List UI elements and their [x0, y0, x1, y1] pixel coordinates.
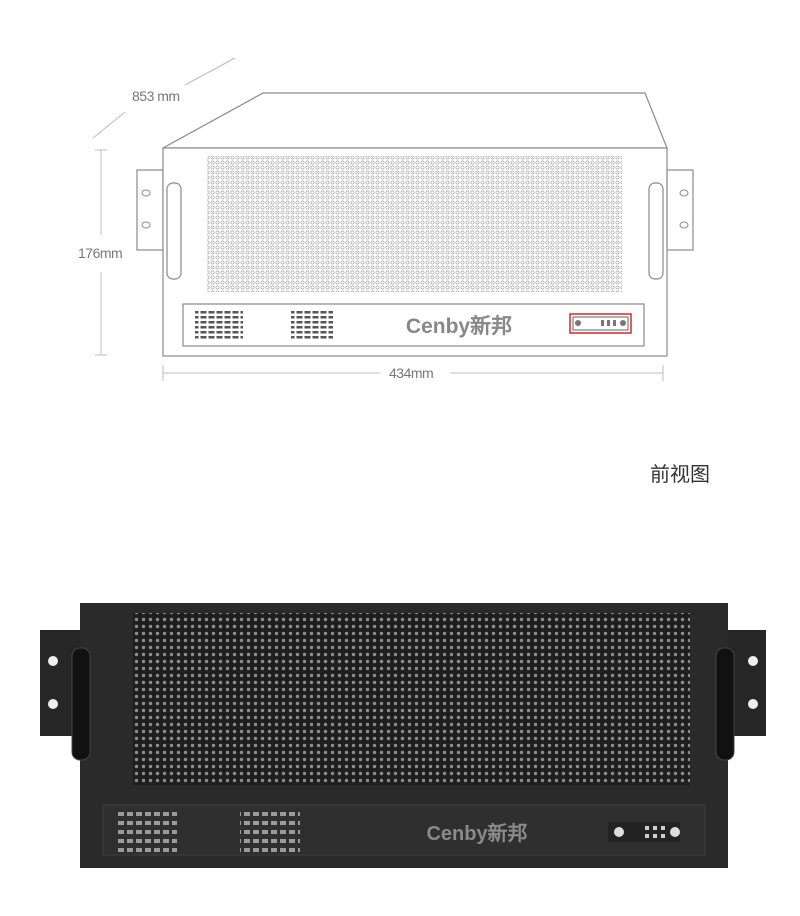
- front-bezel: [182, 303, 645, 347]
- right-handle-photo: [715, 647, 735, 761]
- right-rack-ear: [666, 169, 694, 251]
- view-caption: 前视图: [650, 462, 710, 486]
- left-handle-photo: [71, 647, 91, 761]
- right-handle: [648, 182, 664, 280]
- front-mesh-photo: [133, 613, 690, 785]
- dimension-lines: [92, 57, 664, 381]
- control-panel-highlight: [569, 313, 632, 334]
- chassis-photo: [40, 603, 766, 868]
- depth-label: 853 mm: [130, 88, 182, 104]
- drive-indicators-right: [291, 310, 333, 340]
- front-mesh-grille: [207, 156, 622, 292]
- width-label: 434mm: [387, 365, 436, 381]
- height-label: 176mm: [76, 245, 125, 261]
- left-rack-ear: [136, 169, 164, 251]
- drive-indicators-left: [195, 310, 243, 340]
- brand-logo: Cenby新邦: [406, 314, 512, 338]
- brand-logo-photo: Cenby新邦: [426, 821, 527, 845]
- left-handle: [166, 182, 182, 280]
